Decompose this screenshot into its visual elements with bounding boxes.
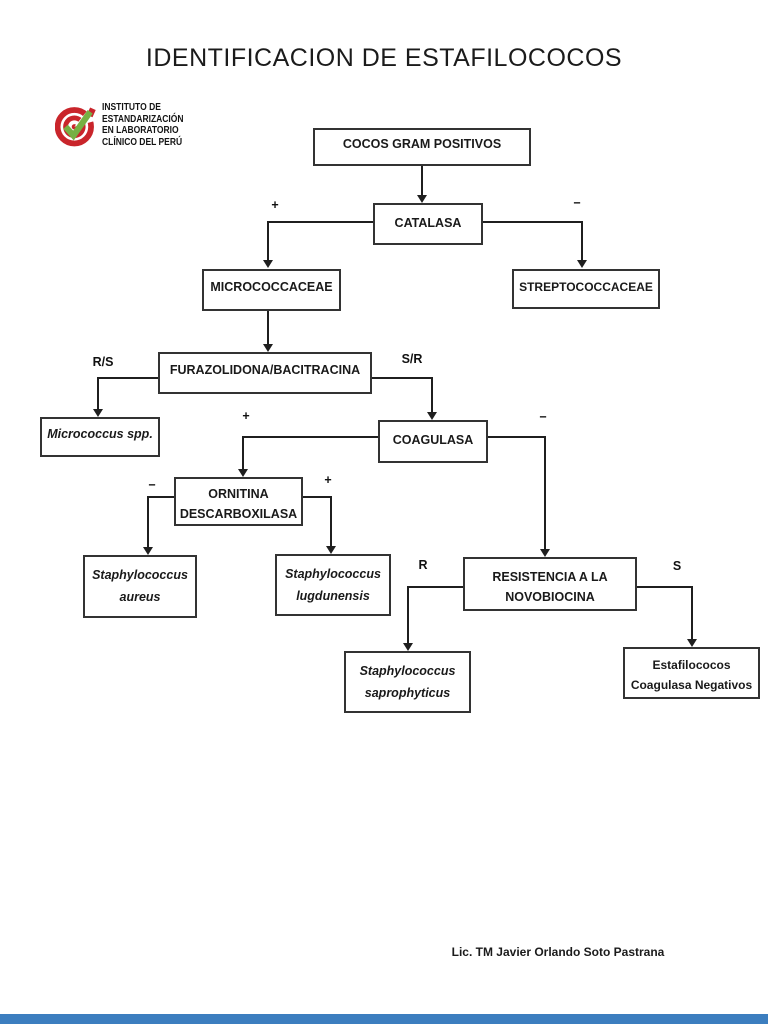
institute-name-line: INSTITUTO DE: [102, 102, 161, 113]
node-label: Staphylococcus: [92, 568, 188, 582]
edge-label-novobiocina-s: S: [672, 559, 682, 573]
connector-line: [242, 436, 244, 469]
edge-label-catalasa-negative: −: [573, 196, 581, 210]
connector-line: [581, 221, 583, 260]
connector-line: [98, 377, 158, 379]
connector-line: [691, 586, 693, 639]
arrowhead-down: [539, 549, 550, 557]
node-label: aureus: [119, 590, 161, 604]
node-staphylococcus-aureus: Staphylococcus aureus: [83, 555, 197, 618]
connector-line: [407, 586, 409, 643]
author-credit: Lic. TM Javier Orlando Soto Pastrana: [451, 945, 665, 959]
node-label: DESCARBOXILASA: [179, 507, 298, 521]
node-label: STREPTOCOCCACEAE: [519, 280, 653, 294]
edge-label-coagulasa-positive: +: [242, 409, 250, 423]
arrowhead-down: [92, 409, 103, 417]
node-label: Staphylococcus: [359, 664, 456, 678]
connector-line: [421, 166, 423, 195]
arrowhead-down: [686, 639, 697, 647]
edge-label-ornitina-positive: +: [324, 473, 332, 487]
bottom-accent-bar: [0, 1014, 768, 1024]
arrowhead-down: [262, 344, 273, 352]
institute-name: INSTITUTO DE ESTANDARIZACIÓN EN LABORATO…: [102, 102, 184, 148]
node-label: COCOS GRAM POSITIVOS: [342, 137, 502, 151]
connector-line: [408, 586, 463, 588]
node-label: MICROCOCCACEAE: [210, 280, 333, 294]
institute-name-line: ESTANDARIZACIÓN: [102, 113, 184, 125]
node-cocos-gram-positivos: COCOS GRAM POSITIVOS: [313, 128, 531, 166]
node-furazolidona-bacitracina: FURAZOLIDONA/BACITRACINA: [158, 352, 372, 394]
connector-line: [148, 496, 174, 498]
node-label: Estafilococos: [652, 658, 731, 672]
connector-line: [97, 377, 99, 409]
arrowhead-down: [576, 260, 587, 268]
edge-label-furazolidona-sr: S/R: [401, 352, 423, 366]
institute-name-line: CLÍNICO DEL PERÚ: [102, 136, 183, 148]
connector-line: [268, 221, 373, 223]
connector-line: [431, 377, 433, 412]
page-title: IDENTIFICACION DE ESTAFILOCOCOS: [145, 44, 623, 72]
node-micrococcaceae: MICROCOCCACEAE: [202, 269, 341, 311]
connector-line: [303, 496, 331, 498]
node-label: lugdunensis: [296, 589, 370, 603]
node-label: ORNITINA: [208, 487, 269, 501]
connector-line: [243, 436, 378, 438]
edge-label-novobiocina-r: R: [418, 558, 428, 572]
node-staphylococcus-lugdunensis: Staphylococcus lugdunensis: [275, 554, 391, 616]
connector-line: [544, 436, 546, 549]
arrowhead-down: [402, 643, 413, 651]
node-label: COAGULASA: [392, 433, 474, 447]
node-label: FURAZOLIDONA/BACITRACINA: [169, 363, 361, 377]
arrowhead-down: [325, 546, 336, 554]
edge-label-ornitina-negative: −: [148, 478, 156, 492]
node-resistencia-novobiocina: RESISTENCIA A LA NOVOBIOCINA: [463, 557, 637, 611]
node-staphylococcus-saprophyticus: Staphylococcus saprophyticus: [344, 651, 471, 713]
connector-line: [147, 496, 149, 547]
node-label: Staphylococcus: [285, 567, 381, 581]
node-coagulasa: COAGULASA: [378, 420, 488, 463]
connector-line: [267, 311, 269, 344]
connector-line: [267, 221, 269, 260]
connector-line: [488, 436, 545, 438]
arrowhead-down: [142, 547, 153, 555]
node-label: Coagulasa Negativos: [630, 678, 753, 692]
arrowhead-down: [416, 195, 427, 203]
node-ornitina-descarboxilasa: ORNITINA DESCARBOXILASA: [174, 477, 303, 526]
node-catalasa: CATALASA: [373, 203, 483, 245]
arrowhead-down: [237, 469, 248, 477]
node-streptococcaceae: STREPTOCOCCACEAE: [512, 269, 660, 309]
institute-logo: INSTITUTO DE ESTANDARIZACIÓN EN LABORATO…: [55, 96, 205, 154]
node-label: CATALASA: [394, 216, 462, 230]
connector-line: [330, 496, 332, 546]
edge-label-coagulasa-negative: −: [539, 410, 547, 424]
node-label: Micrococcus spp.: [47, 427, 153, 441]
connector-line: [637, 586, 692, 588]
connector-line: [483, 221, 582, 223]
target-checkmark-icon: [55, 100, 99, 147]
institute-name-line: EN LABORATORIO: [102, 125, 179, 136]
arrowhead-down: [262, 260, 273, 268]
edge-label-catalasa-positive: +: [271, 198, 279, 212]
node-label: saprophyticus: [364, 686, 451, 700]
edge-label-furazolidona-rs: R/S: [92, 355, 114, 369]
node-estafilococos-coagulasa-negativos: Estafilococos Coagulasa Negativos: [623, 647, 760, 699]
node-label: NOVOBIOCINA: [505, 590, 595, 604]
node-label: RESISTENCIA A LA: [492, 570, 608, 584]
node-micrococcus-spp: Micrococcus spp.: [40, 417, 160, 457]
connector-line: [372, 377, 432, 379]
arrowhead-down: [426, 412, 437, 420]
